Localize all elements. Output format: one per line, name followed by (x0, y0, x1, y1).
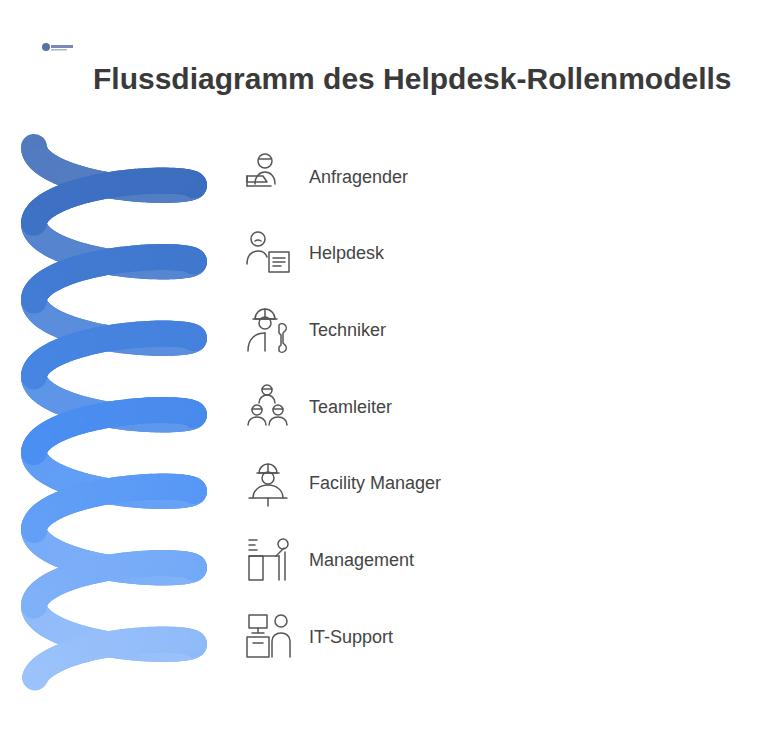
role-label: Facility Manager (309, 472, 441, 494)
spiral-stroke (21, 299, 47, 301)
logo-mark (42, 43, 50, 51)
teamleader-icon (248, 385, 287, 425)
spiral-stroke (22, 675, 49, 677)
it-support-icon (247, 615, 290, 657)
role-label: Teamleiter (309, 396, 392, 418)
role-label: Techniker (309, 319, 386, 341)
spiral-stroke (21, 450, 47, 452)
management-icon (249, 539, 288, 580)
logo-bar (51, 45, 73, 48)
title: Flussdiagramm des Helpdesk-Rollenmodells (93, 62, 732, 96)
logo-bar (51, 49, 67, 51)
spiral-stroke (21, 374, 47, 376)
spiral-stroke (21, 221, 47, 223)
helpdesk-icon (247, 232, 289, 272)
logo (0, 0, 80, 60)
role-label: Anfragender (309, 166, 408, 188)
technician-icon (248, 309, 286, 352)
role-label: Management (309, 549, 414, 571)
spiral-stroke (21, 528, 47, 530)
role-label: Helpdesk (309, 242, 384, 264)
facility-manager-icon (249, 464, 287, 506)
role-label: IT-Support (309, 626, 393, 648)
requester-icon (247, 154, 275, 186)
spiral-stroke (21, 604, 47, 606)
